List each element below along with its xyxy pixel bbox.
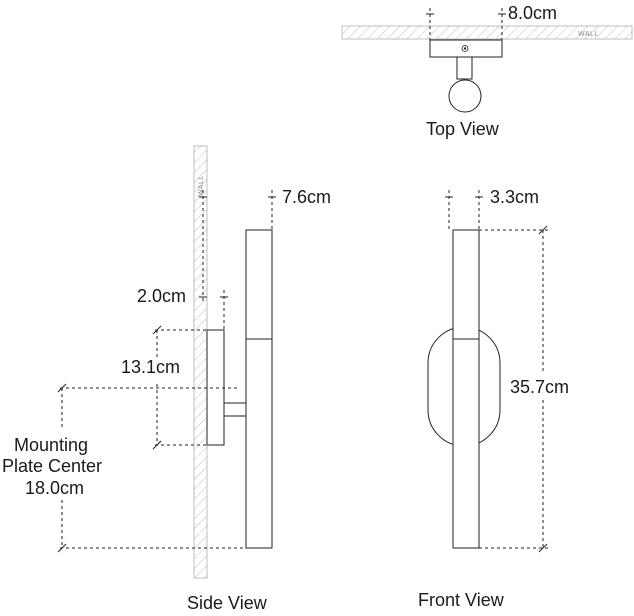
- top-view-screw-icon: [461, 45, 469, 52]
- top-view: WALL 8.0cm Top View: [341, 3, 633, 139]
- side-view-mounting-plate: [206, 329, 225, 446]
- side-view-projection-label: 7.6cm: [282, 187, 331, 207]
- side-view-mounting-center-line-2: Plate Center: [2, 456, 102, 476]
- side-view-mounting-center-line-3: 18.0cm: [25, 478, 84, 498]
- side-view-arm: [223, 402, 248, 417]
- top-view-wall-label: WALL: [578, 31, 599, 38]
- side-view-title: Side View: [187, 593, 268, 613]
- side-view: WALL 7.6cm 2.0cm 13.1cm Mounting Plate C: [2, 145, 331, 613]
- front-view-lamp-tube: [452, 229, 480, 549]
- top-view-arm: [456, 56, 473, 80]
- side-view-plate-height-label: 13.1cm: [121, 357, 180, 377]
- top-view-title: Top View: [426, 119, 500, 139]
- side-view-wall-label: WALL: [198, 175, 205, 196]
- side-view-wall: [193, 145, 208, 579]
- front-view-title: Front View: [418, 590, 505, 610]
- front-view-width-label: 3.3cm: [490, 187, 539, 207]
- side-view-lamp-tube: [245, 229, 273, 549]
- top-view-lamp-body: [448, 79, 482, 113]
- side-view-plate-depth-label: 2.0cm: [137, 286, 186, 306]
- side-view-mounting-center-line-1: Mounting: [14, 435, 88, 455]
- top-view-width-label: 8.0cm: [508, 3, 557, 23]
- front-view-height-label: 35.7cm: [510, 377, 569, 397]
- top-view-wall: [341, 25, 633, 40]
- front-view: 3.3cm 35.7cm Front View: [418, 187, 569, 610]
